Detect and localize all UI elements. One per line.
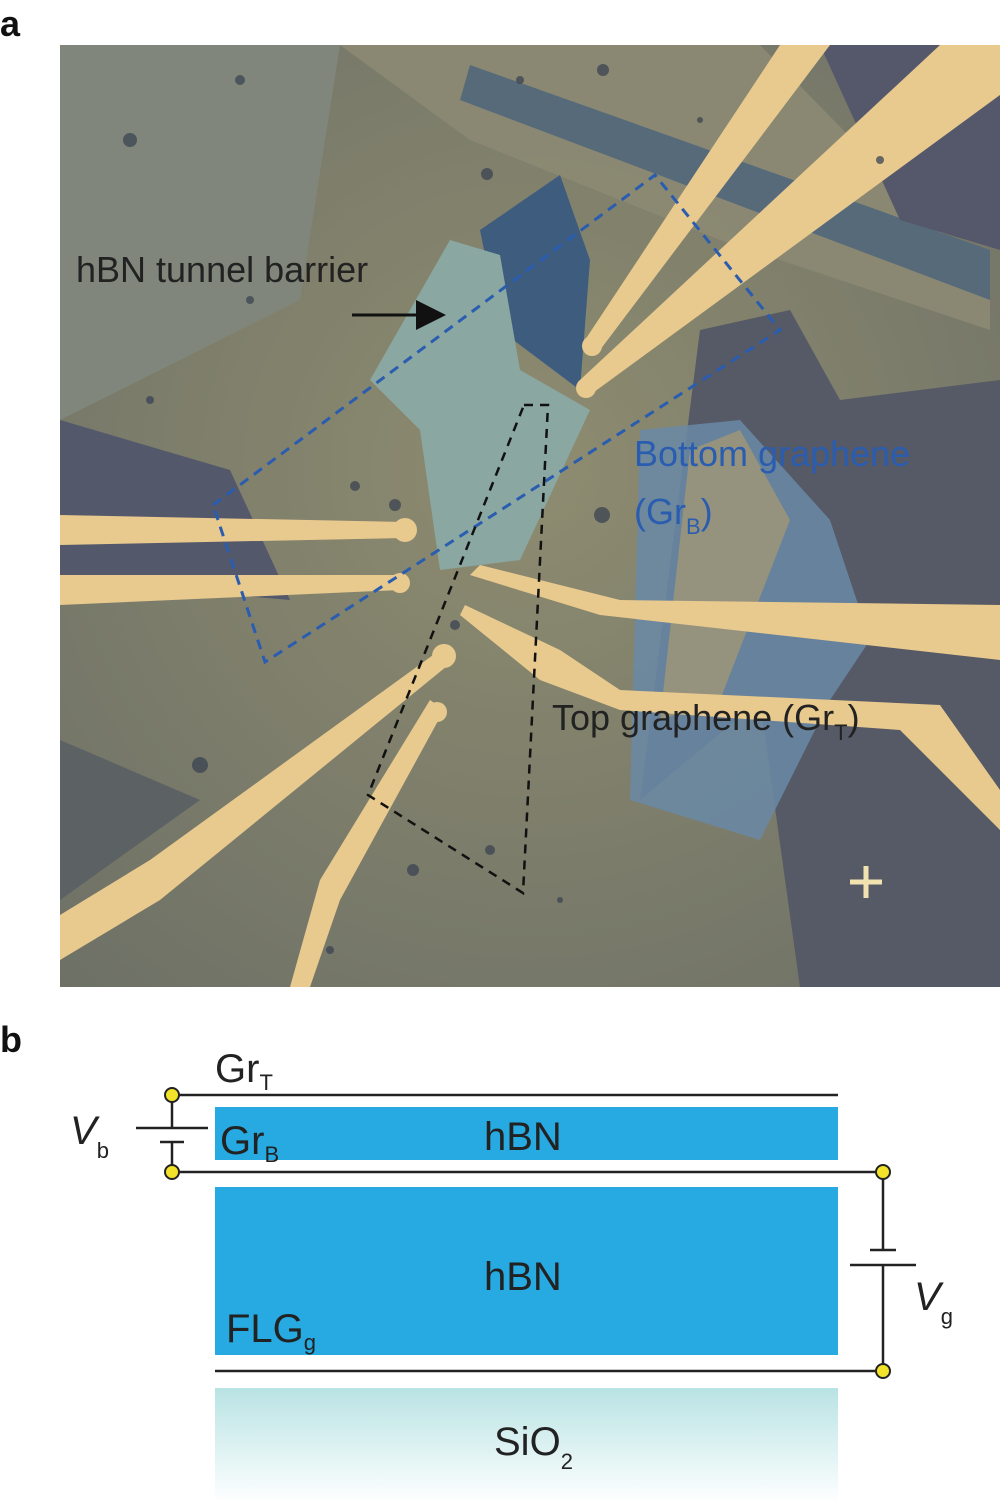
- gr-bottom-label: GrB: [220, 1119, 279, 1167]
- sio2-label: SiO2: [494, 1420, 573, 1474]
- bottom-graphene-abbr: (GrB): [634, 491, 713, 539]
- alignment-cross: [850, 866, 882, 898]
- bottom-graphene-outline: [211, 172, 783, 665]
- hbn-top-layer: [215, 1107, 838, 1160]
- vb-label: Vb: [70, 1109, 109, 1163]
- sio2-text: SiO: [494, 1420, 561, 1464]
- bottom-graphene-close: ): [701, 491, 713, 532]
- top-graphene-sub: T: [834, 720, 847, 745]
- dark-flake-left: [60, 420, 290, 600]
- gr-top-sub: T: [259, 1070, 272, 1095]
- hbn-top-label: hBN: [484, 1115, 562, 1159]
- gate-circuit: [850, 1172, 916, 1371]
- gr-top-text: Gr: [215, 1047, 259, 1091]
- vg-text: V: [914, 1275, 944, 1319]
- panel-a-label: a: [0, 3, 21, 44]
- hbn-barrier-label: hBN tunnel barrier: [76, 249, 368, 290]
- gr-bottom-text: Gr: [220, 1119, 264, 1163]
- vg-label: Vg: [914, 1275, 953, 1329]
- bias-circuit: [136, 1095, 208, 1172]
- bottom-graphene-abbr-text: (Gr: [634, 491, 686, 532]
- vb-text: V: [70, 1109, 100, 1153]
- top-graphene-label: Top graphene (GrT): [552, 697, 860, 745]
- bottom-graphene-sub: B: [686, 514, 701, 539]
- sio2-substrate: [215, 1388, 838, 1503]
- micrograph: [60, 45, 1000, 987]
- hbn-bottom-label: hBN: [484, 1255, 562, 1299]
- flg-label: FLGg: [226, 1307, 316, 1355]
- flg-sub: g: [304, 1330, 316, 1355]
- panel-b-label: b: [0, 1019, 22, 1060]
- top-graphene-outline: [366, 403, 550, 896]
- sio2-sub: 2: [561, 1449, 573, 1474]
- gold-contacts: [60, 45, 1000, 987]
- flg-text: FLG: [226, 1307, 304, 1351]
- layer-stack: [172, 1093, 883, 1503]
- bottom-graphene-flake: [480, 175, 590, 390]
- bottom-graphene-label: Bottom graphene: [634, 433, 910, 474]
- terminal-gr-top: [164, 1087, 180, 1103]
- terminal-gr-bottom-right: [875, 1164, 891, 1180]
- gr-bottom-sub: B: [264, 1142, 279, 1167]
- top-graphene-text: Top graphene (Gr: [552, 697, 834, 738]
- gr-top-label: GrT: [215, 1047, 273, 1095]
- top-graphene-close: ): [848, 697, 860, 738]
- terminal-flg-gate: [875, 1363, 891, 1379]
- vg-sub: g: [941, 1304, 953, 1329]
- surface-dots: [123, 64, 884, 954]
- hbn-bottom-layer: [215, 1187, 838, 1355]
- vb-sub: b: [97, 1138, 109, 1163]
- terminal-gr-bottom: [164, 1164, 180, 1180]
